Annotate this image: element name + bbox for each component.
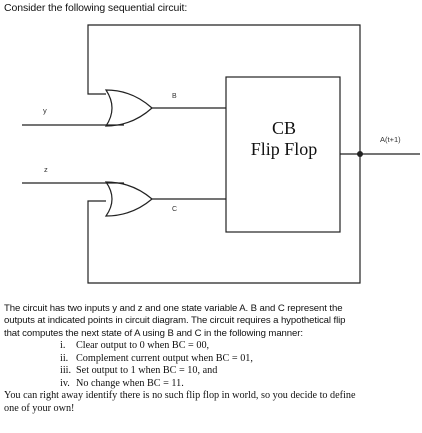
or-gate-top [104,89,153,127]
conditions-list: i. Clear output to 0 when BC = 00, ii. Com… [4,340,420,415]
feedback-wire-top [87,24,361,154]
condition-text: Clear output to 0 when BC = 00, [76,340,210,351]
paragraph-line: outputs at indicated points in circuit d… [4,315,346,327]
output-junction-dot [357,151,363,157]
input-label-y: y [43,106,47,115]
flip-flop-label-cb: CB [272,118,296,138]
output-label: A(t+1) [380,135,401,144]
closing-line: one of your own! [4,402,75,414]
feedback-wire-bottom [87,154,361,284]
question-intro: Consider the following sequential circui… [4,2,188,14]
condition-number: iv. [60,377,70,389]
flip-flop-label-name: Flip Flop [251,139,318,159]
condition-item: iv. No change when BC = 11. [4,378,420,391]
condition-item: ii. Complement current output when BC = 0… [4,353,420,366]
description-paragraph: The circuit has two inputs y and z and o… [4,303,420,340]
condition-item: iii. Set output to 1 when BC = 10, and [4,365,420,378]
condition-text: Set output to 1 when BC = 10, and [76,365,218,376]
condition-number: ii. [60,352,69,364]
paragraph-line: The circuit has two inputs y and z and o… [4,303,343,314]
circuit-diagram: y z B C CB Flip Flop A(t+1) [22,24,420,284]
condition-text: Complement current output when BC = 01, [76,352,253,364]
closing-line: You can right away identify there is no … [4,390,356,401]
paragraph-line: that computes the next state of A using … [4,327,303,339]
condition-number: iii. [60,365,72,376]
condition-text: No change when BC = 11. [76,377,184,389]
or-gate-bottom [104,181,153,217]
point-label-b: B [172,93,177,100]
condition-number: i. [60,340,66,351]
point-label-c: C [172,206,177,213]
input-label-z: z [44,165,48,174]
condition-item: i. Clear output to 0 when BC = 00, [4,340,420,353]
